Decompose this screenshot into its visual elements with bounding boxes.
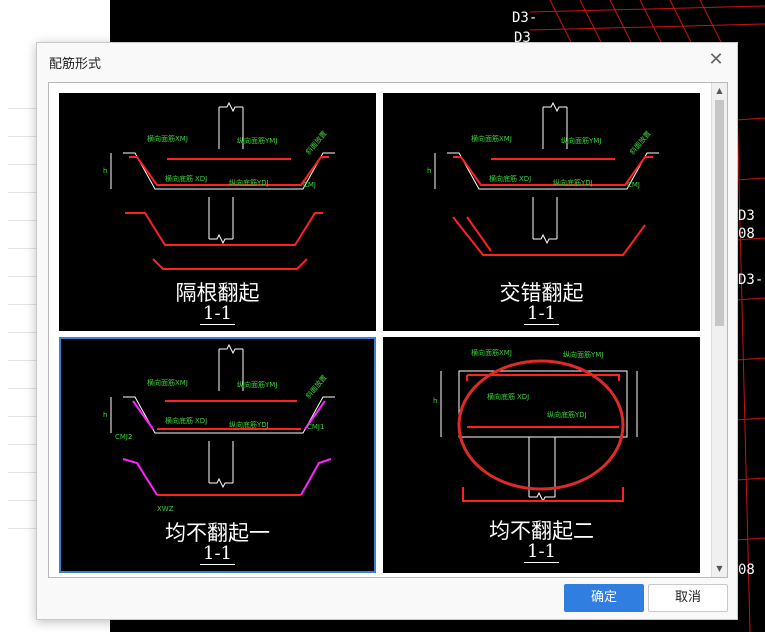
label-transverse-top: 横向面筋 bbox=[471, 134, 499, 143]
label-ydj: YDJ bbox=[580, 179, 593, 187]
label-h: h bbox=[103, 167, 107, 175]
option-card-1[interactable]: 横向面筋 XMJ 纵向面筋 YMJ 横向底筋 XDJ 纵向底筋 YDJ CMJ … bbox=[59, 93, 376, 331]
annotation-circle bbox=[457, 359, 625, 491]
scrollbar-thumb[interactable] bbox=[715, 100, 724, 326]
option-2-drawing: 横向面筋 XMJ 纵向面筋 YMJ 横向底筋 XDJ 纵向底筋 YDJ CMJ … bbox=[427, 101, 659, 256]
option-caption: 均不翻起一 bbox=[165, 521, 270, 545]
dialog-title: 配筋形式 bbox=[49, 57, 102, 72]
option-card-2[interactable]: 横向面筋 XMJ 纵向面筋 YMJ 横向底筋 XDJ 纵向底筋 YDJ CMJ … bbox=[383, 93, 700, 331]
option-4-drawing: 横向面筋 XMJ 纵向面筋 YMJ 横向底筋 XDJ 纵向底筋 YDJ h bbox=[433, 348, 638, 503]
label-ymj: YMJ bbox=[264, 137, 277, 145]
section-label: 1-1 bbox=[61, 543, 374, 565]
label-cmj2: CMJ2 bbox=[115, 433, 132, 441]
label-longitudinal-top: 纵向面筋 bbox=[237, 380, 265, 389]
label-transverse-bottom: 横向底筋 bbox=[487, 392, 515, 401]
cad-grid bbox=[529, 0, 765, 632]
label-xmj: XMJ bbox=[175, 379, 188, 387]
cad-label: D3- bbox=[512, 10, 538, 26]
cad-label: 08 bbox=[738, 226, 755, 242]
section-label: 1-1 bbox=[383, 303, 700, 325]
label-longitudinal-bottom: 纵向底筋 bbox=[553, 178, 581, 187]
label-xdj: XDJ bbox=[519, 175, 531, 183]
section-label: 1-1 bbox=[383, 541, 700, 563]
label-ymj: YMJ bbox=[588, 137, 601, 145]
label-slope: 斜面放置 bbox=[304, 129, 329, 156]
label-longitudinal-top: 纵向面筋 bbox=[561, 136, 589, 145]
label-ymj: YMJ bbox=[264, 381, 277, 389]
label-cmj: CMJ bbox=[627, 181, 640, 189]
label-xdj: XDJ bbox=[195, 175, 207, 183]
cad-label: D3 bbox=[738, 208, 755, 224]
label-xdj: XDJ bbox=[517, 393, 529, 401]
label-transverse-top: 横向面筋 bbox=[147, 378, 175, 387]
option-caption: 交错翻起 bbox=[499, 281, 584, 305]
label-transverse-bottom: 横向底筋 bbox=[165, 174, 193, 183]
option-caption: 均不翻起二 bbox=[489, 519, 594, 543]
label-xmj: XMJ bbox=[499, 135, 512, 143]
cad-label: 08 bbox=[738, 562, 755, 578]
label-cmj1: CMJ1 bbox=[307, 423, 324, 431]
options-scroll-area[interactable]: 横向面筋 XMJ 纵向面筋 YMJ 横向底筋 XDJ 纵向底筋 YDJ CMJ … bbox=[48, 82, 728, 578]
cancel-button[interactable]: 取消 bbox=[648, 584, 728, 612]
vertical-scrollbar[interactable]: ▲ ▼ bbox=[711, 83, 727, 577]
label-slope: 斜面放置 bbox=[628, 129, 653, 156]
close-icon[interactable]: ✕ bbox=[708, 49, 724, 70]
label-transverse-bottom: 横向底筋 bbox=[489, 174, 517, 183]
label-transverse-top: 横向面筋 bbox=[471, 348, 499, 357]
label-xmj: XMJ bbox=[499, 349, 512, 357]
label-cmj: CMJ bbox=[303, 181, 316, 189]
rebar-form-dialog: 配筋形式 ✕ 横向面筋 XMJ 纵向面筋 bbox=[36, 42, 738, 620]
label-xdj: XDJ bbox=[195, 417, 207, 425]
label-transverse-bottom: 横向底筋 bbox=[165, 416, 193, 425]
ok-button[interactable]: 确定 bbox=[564, 584, 644, 612]
cad-label: D3- bbox=[738, 272, 764, 288]
label-longitudinal-top: 纵向面筋 bbox=[237, 136, 265, 145]
label-ydj: YDJ bbox=[574, 411, 587, 419]
label-longitudinal-bottom: 纵向底筋 bbox=[229, 178, 257, 187]
label-ydj: YDJ bbox=[256, 421, 269, 429]
label-h: h bbox=[433, 397, 437, 405]
label-xmj: XMJ bbox=[175, 135, 188, 143]
option-card-4[interactable]: 横向面筋 XMJ 纵向面筋 YMJ 横向底筋 XDJ 纵向底筋 YDJ h 均不… bbox=[383, 337, 700, 573]
label-slope: 斜面放置 bbox=[304, 373, 329, 400]
option-1-drawing: 横向面筋 XMJ 纵向面筋 YMJ 横向底筋 XDJ 纵向底筋 YDJ CMJ … bbox=[103, 101, 335, 270]
label-longitudinal-top: 纵向面筋 bbox=[563, 350, 591, 359]
option-caption: 隔根翻起 bbox=[175, 281, 260, 305]
label-ydj: YDJ bbox=[256, 179, 269, 187]
section-label: 1-1 bbox=[59, 303, 376, 325]
option-3-drawing: 横向面筋 XMJ 纵向面筋 YMJ 横向底筋 XDJ 纵向底筋 YDJ CMJ1… bbox=[103, 343, 335, 513]
scroll-down-icon[interactable]: ▼ bbox=[716, 564, 723, 573]
label-h: h bbox=[103, 411, 107, 419]
label-transverse-top: 横向面筋 bbox=[147, 134, 175, 143]
label-h: h bbox=[427, 167, 431, 175]
option-card-3[interactable]: 横向面筋 XMJ 纵向面筋 YMJ 横向底筋 XDJ 纵向底筋 YDJ CMJ1… bbox=[59, 337, 376, 573]
label-xwz: XWZ bbox=[157, 505, 174, 513]
scroll-up-icon[interactable]: ▲ bbox=[716, 86, 723, 95]
label-ymj: YMJ bbox=[590, 351, 603, 359]
label-longitudinal-bottom: 纵向底筋 bbox=[547, 410, 575, 419]
label-longitudinal-bottom: 纵向底筋 bbox=[229, 420, 257, 429]
dialog-titlebar: 配筋形式 ✕ bbox=[37, 43, 737, 79]
